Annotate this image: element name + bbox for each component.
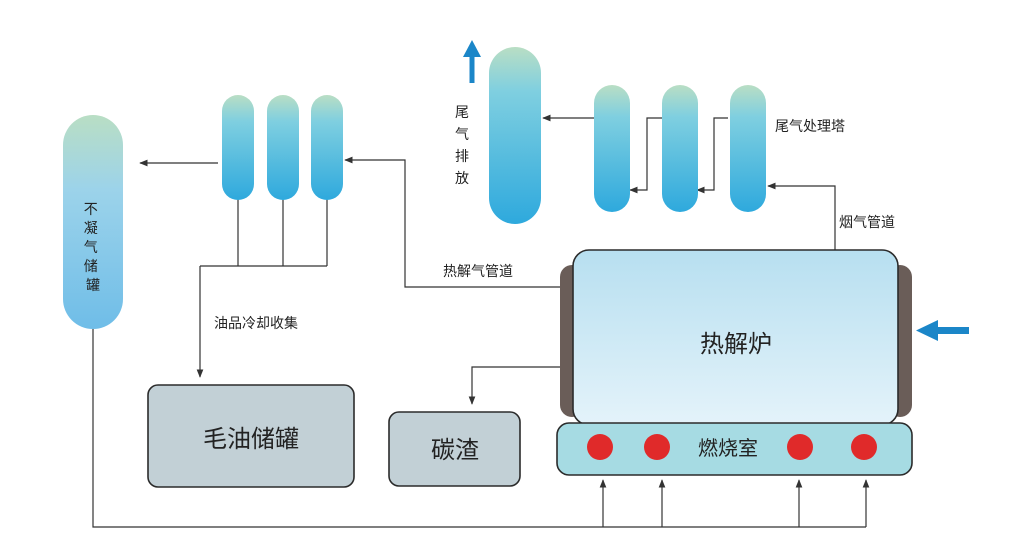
tail-gas-tower-3	[730, 85, 766, 212]
fuel-return-line	[92, 328, 866, 528]
label-tail-gas-exhaust: 尾 气 排 放	[455, 105, 473, 187]
tail-gas-tower-2	[662, 85, 698, 212]
carbon-residue-tank	[388, 411, 521, 487]
label-crude-oil-tank: 毛油储罐	[203, 425, 299, 453]
exhaust-up-arrow	[463, 40, 481, 83]
connection-lines	[92, 114, 870, 528]
label-combustion-chamber: 燃烧室	[698, 436, 758, 460]
tower-link-2-1	[629, 117, 664, 194]
label-flue-gas-pipe: 烟气管道	[839, 215, 895, 231]
pyrolysis-gas-line	[344, 156, 560, 288]
label-tail-gas-tower: 尾气处理塔	[775, 119, 845, 135]
burner-1	[587, 434, 613, 460]
residue-line	[468, 366, 562, 405]
label-pyrolysis-gas-pipe: 热解气管道	[443, 264, 513, 280]
tower-link-3-2	[696, 117, 728, 194]
burner-4	[851, 434, 877, 460]
exhaust-stack	[489, 47, 541, 224]
feed-in-arrow	[916, 320, 969, 341]
label-pyrolysis-furnace: 热解炉	[700, 330, 772, 358]
burner-3	[787, 434, 813, 460]
condenser-2	[267, 95, 299, 200]
label-carbon-residue: 碳渣	[431, 436, 479, 464]
noncondensable-gas-tank	[63, 115, 123, 329]
label-oil-cooling: 油品冷却收集	[214, 315, 298, 332]
label-noncondensable-tank: 不 凝 气 储 罐	[84, 202, 102, 294]
flue-gas-line	[767, 182, 836, 250]
condenser-3	[311, 95, 343, 200]
combustion-chamber	[556, 422, 913, 476]
crude-oil-tank	[147, 384, 355, 488]
burner-2	[644, 434, 670, 460]
condenser-1	[222, 95, 254, 200]
tail-gas-tower-1	[594, 85, 630, 212]
